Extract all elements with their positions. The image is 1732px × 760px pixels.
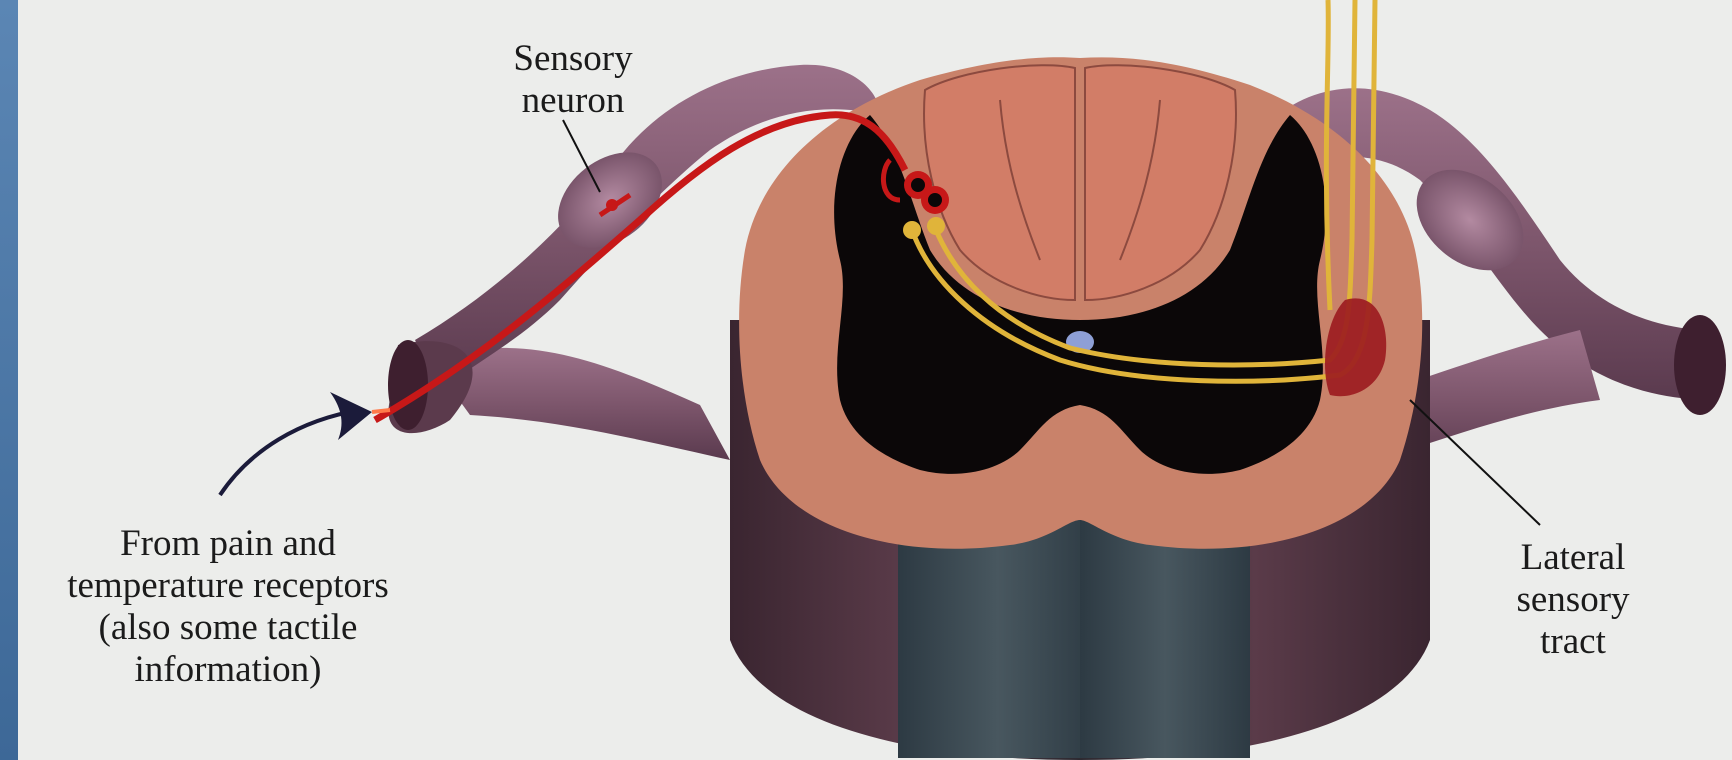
input-arrow [220,392,390,495]
cell-body-marker [606,199,618,211]
sensory-neuron-label: Sensory neuron [473,38,673,122]
diagram-panel: Sensory neuron From pain and temperature… [18,0,1732,760]
receptors-label: From pain and temperature receptors (als… [18,523,438,691]
lateral-sensory-tract-label: Lateral sensory tract [1478,537,1668,663]
